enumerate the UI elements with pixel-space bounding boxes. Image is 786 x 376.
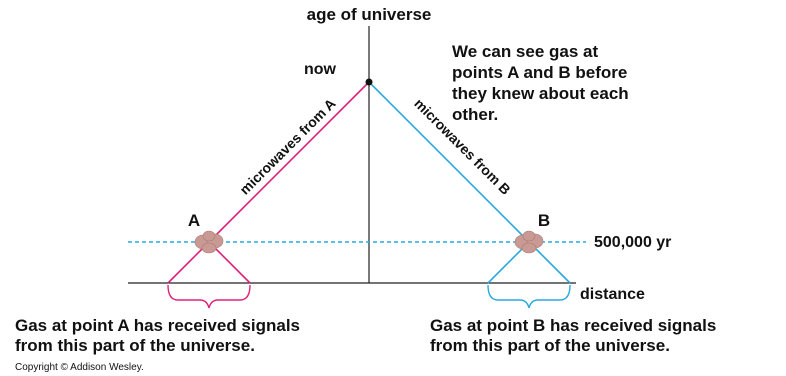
vertical-axis-label: age of universe [307,5,432,24]
caption-a: Gas at point A has received signals from… [15,316,300,355]
ray-a-label: microwaves from A [236,95,338,197]
svg-text:they knew about each: they knew about each [452,84,629,103]
caption-b: Gas at point B has received signals from… [430,316,716,355]
svg-text:from this part of the universe: from this part of the universe. [15,336,255,355]
svg-text:Gas at point A has received si: Gas at point A has received signals [15,316,300,335]
copyright-notice: Copyright © Addison Wesley. [15,362,144,373]
point-b-label: B [538,211,550,230]
horizontal-axis-label: distance [580,286,645,303]
svg-text:Gas at point B has received si: Gas at point B has received signals [430,316,716,335]
point-a-label: A [188,211,200,230]
svg-text:points A and B before: points A and B before [452,63,627,82]
explanatory-note: We can see gas at points A and B before … [452,42,629,124]
brace-b [487,284,571,309]
brace-a [167,284,251,309]
gas-blob-b [514,230,544,254]
svg-text:from this part of the universe: from this part of the universe. [430,336,670,355]
gas-blob-a [194,230,224,254]
time-line-label: 500,000 yr [594,234,671,251]
ray-from-a [208,81,370,243]
svg-text:other.: other. [452,105,498,124]
ray-from-b [368,81,530,243]
now-point [365,78,373,86]
svg-text:We can see gas at: We can see gas at [452,42,598,61]
now-label: now [304,61,337,78]
